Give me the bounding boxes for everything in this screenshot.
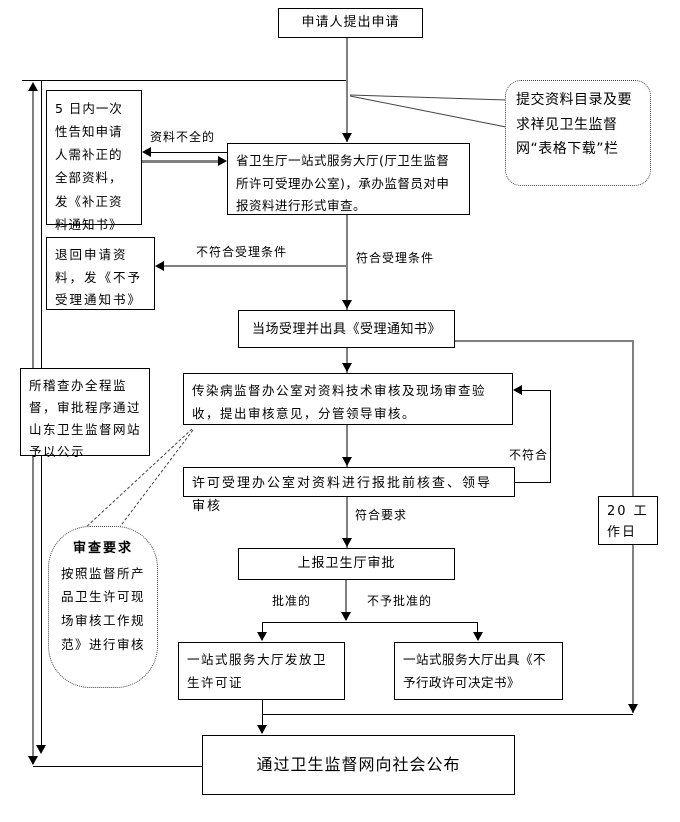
node-whole-process-supervision: 所稽查办全程监督，审批程序通过山东卫生监督网站予以公示 — [20, 368, 150, 459]
edge-top-branch — [22, 80, 348, 81]
edge-merge-horizontal — [262, 714, 633, 715]
arrowhead-down — [473, 632, 483, 641]
edge-reject-return — [159, 265, 347, 267]
edge-incomplete-forward — [142, 160, 218, 163]
edge-tech-precheck — [346, 425, 348, 467]
arrowhead-down — [342, 457, 352, 466]
arrowhead-left — [513, 385, 522, 395]
edge-applicant-office — [346, 38, 348, 142]
callout-review-title: 审查要求 — [72, 541, 133, 556]
arrowhead-down — [342, 133, 352, 142]
node-pre-approval-check: 许可受理办公室对资料进行报批前核查、领导审核 — [183, 467, 515, 514]
edge-label-approved: 批准的 — [272, 594, 312, 608]
arrowhead-right — [218, 156, 227, 166]
callout-review-requirement: 审查要求 按照监督所产品卫生许可现场审核工作规范》进行审核 — [48, 526, 158, 688]
arrowhead-down — [257, 725, 267, 734]
edge-accept-right — [455, 340, 633, 342]
callout-submit-material: 提交资料目录及要求祥见卫生监督网“表格下载”栏 — [505, 80, 651, 186]
arrowhead-up — [28, 82, 38, 91]
node-report-approval: 上报卫生厅审批 — [238, 548, 455, 580]
edge-label-incomplete: 资料不全的 — [150, 130, 216, 144]
edge-feedback-up — [550, 390, 551, 483]
edge-branch-right — [477, 622, 478, 640]
arrowhead-down — [257, 632, 267, 641]
edge-feedback-top — [517, 390, 550, 391]
edge-label-not-approved: 不予批准的 — [367, 594, 433, 608]
arrowhead-down — [341, 612, 351, 621]
arrowhead-down — [342, 538, 352, 547]
node-20-workdays: 20 工作日 — [598, 496, 658, 545]
edge-accept-tech — [346, 348, 348, 373]
node-notify-supplement: 5 日内一次性告知申请人需补正的全部资料，发《补正资料通知书》 — [46, 90, 142, 232]
edge-branch-horizontal — [262, 622, 478, 623]
edge-precheck-report — [346, 497, 348, 548]
node-service-hall-review: 省卫生厅一站式服务大厅(厅卫生监督所许可受理办公室)，承办监督员对申报资料进行形… — [227, 143, 470, 215]
node-return-material: 退回申请资料，发《不予受理通知书》 — [46, 237, 155, 310]
node-accept-notice: 当场受理并出具《受理通知书》 — [238, 310, 455, 348]
callout-review-body: 按照监督所产品卫生许可现场审核工作规范》进行审核 — [61, 565, 146, 652]
edge-label-not-accept: 不符合受理条件 — [196, 245, 288, 259]
arrowhead-down — [342, 300, 352, 309]
node-deny-decision: 一站式服务大厅出具《不予行政许可决定书》 — [394, 642, 563, 700]
edge-label-accept-ok: 符合受理条件 — [356, 251, 435, 265]
edge-incomplete-back — [146, 152, 227, 153]
edge-label-not-pass: 不符合 — [509, 448, 549, 462]
edge-branch-left — [262, 622, 263, 640]
arrowhead-down — [628, 704, 638, 713]
edge-report-branch — [345, 580, 347, 620]
edge-feedback-bottom — [515, 482, 550, 483]
edge-issue-publish — [262, 700, 263, 733]
arrowhead-left — [142, 147, 151, 157]
edge-label-pass: 符合要求 — [355, 508, 408, 522]
node-issue-license: 一站式服务大厅发放卫生许可证 — [178, 642, 345, 700]
arrowhead-down — [36, 745, 46, 754]
node-applicant-submit: 申请人提出申请 — [278, 8, 423, 38]
arrowhead-left — [155, 261, 164, 271]
node-tech-review: 传染病监督办公室对资料技术审核及现场审查验收，提出审核意见，分管领导审核。 — [183, 373, 513, 425]
arrowhead-down — [342, 363, 352, 372]
arrowhead-down — [28, 756, 38, 765]
edge-office-accept — [346, 215, 348, 310]
node-publish-online: 通过卫生监督网向社会公布 — [202, 735, 515, 795]
edge-bottom-connect — [33, 766, 202, 767]
